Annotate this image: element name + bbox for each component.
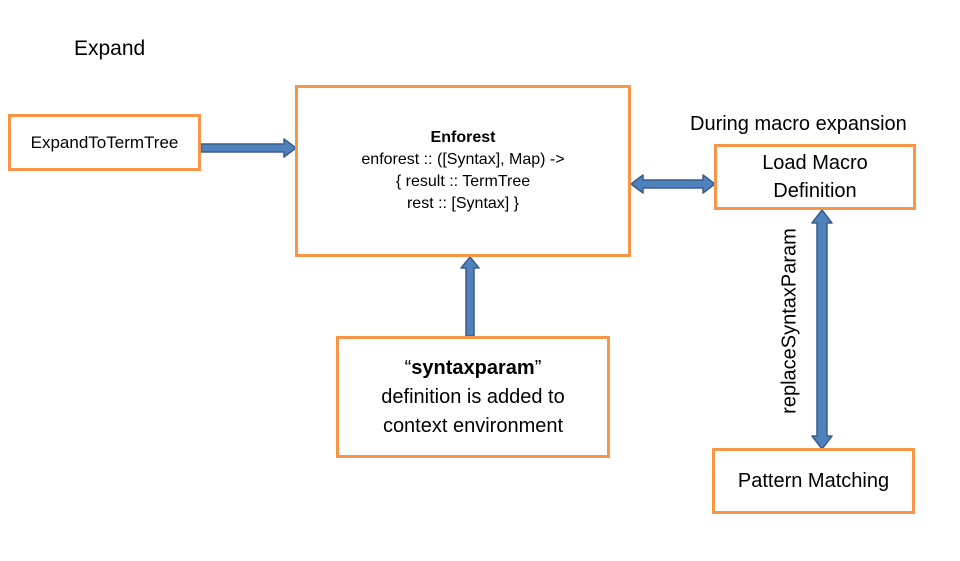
syntaxparam-line1: “syntaxparam” bbox=[405, 354, 542, 383]
syntaxparam-open-quote: “ bbox=[404, 356, 412, 379]
enforest-signature-line1: enforest :: ([Syntax], Map) -> bbox=[361, 151, 565, 168]
arrow-right-icon bbox=[200, 138, 297, 158]
pattern-matching-node: Pattern Matching bbox=[712, 448, 915, 514]
arrow-up-icon bbox=[460, 256, 480, 337]
expand-to-term-tree-label: ExpandToTermTree bbox=[30, 132, 179, 152]
pattern-matching-label: Pattern Matching bbox=[737, 469, 890, 492]
expand-to-term-tree-node: ExpandToTermTree bbox=[8, 114, 201, 171]
syntaxparam-line3: context environment bbox=[382, 414, 564, 437]
syntaxparam-keyword: syntaxparam bbox=[411, 356, 535, 379]
enforest-title: Enforest bbox=[430, 129, 496, 146]
enforest-node: Enforest enforest :: ([Syntax], Map) -> … bbox=[295, 85, 631, 257]
double-arrow-vertical-icon bbox=[811, 209, 833, 450]
load-macro-line1: Load Macro bbox=[762, 152, 868, 174]
replace-syntax-param-edge-label: replaceSyntaxParam bbox=[778, 228, 801, 414]
diagram-title: Expand bbox=[74, 37, 146, 60]
syntaxparam-line2: definition is added to bbox=[381, 385, 565, 408]
enforest-signature-line2: { result :: TermTree bbox=[395, 173, 531, 190]
load-macro-line2: Definition bbox=[773, 180, 857, 202]
enforest-signature-line3: rest :: [Syntax] } bbox=[406, 195, 520, 212]
macro-expansion-caption: During macro expansion bbox=[690, 113, 907, 135]
double-arrow-horizontal-icon bbox=[630, 174, 716, 194]
load-macro-definition-node: Load Macro Definition bbox=[714, 144, 916, 210]
syntaxparam-close-quote: ” bbox=[534, 356, 542, 379]
syntaxparam-node: “syntaxparam” definition is added to con… bbox=[336, 336, 610, 458]
